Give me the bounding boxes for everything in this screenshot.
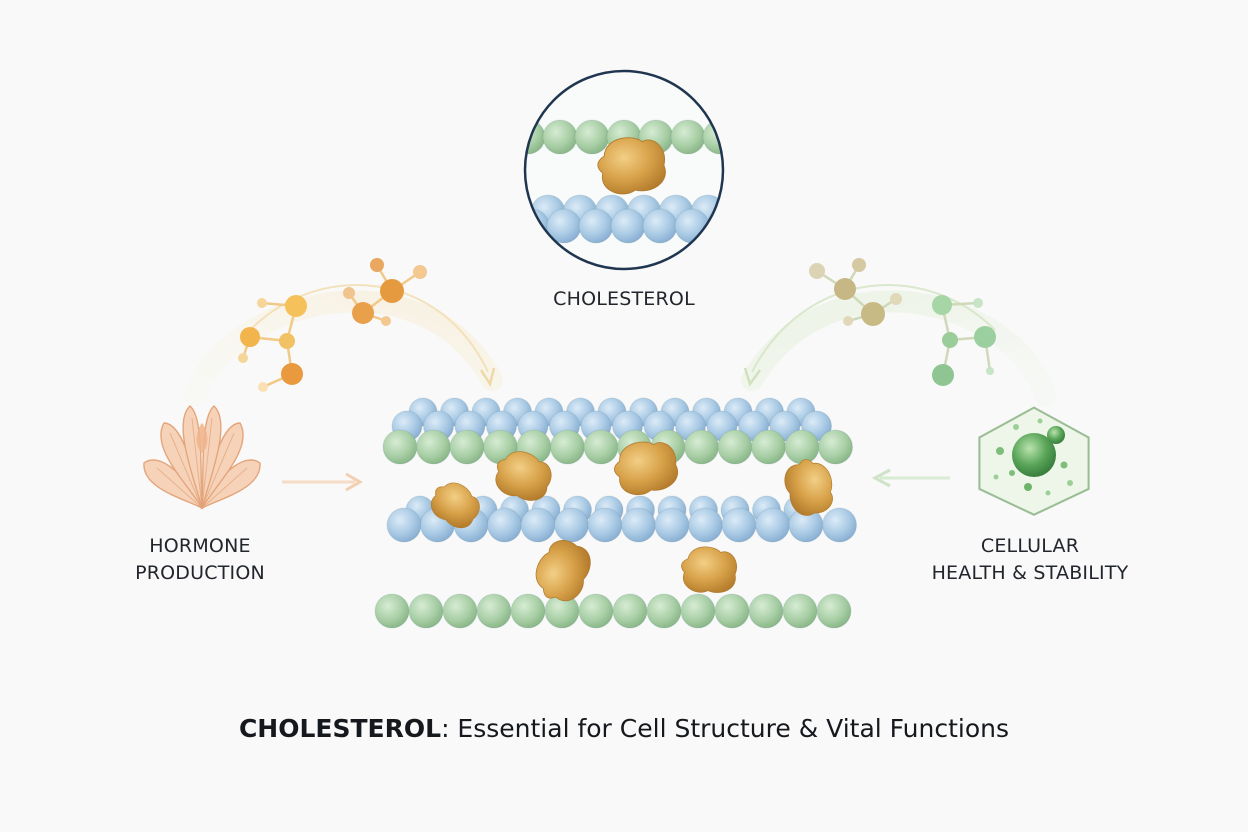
phospholipid-head: [583, 429, 619, 465]
atom: [974, 326, 996, 348]
atom: [834, 278, 856, 300]
phospholipid-head: [751, 429, 786, 465]
phospholipid-head: [714, 593, 750, 629]
right-arc-arrow: [741, 284, 1056, 406]
atom: [240, 327, 260, 347]
phospholipid-head: [408, 593, 444, 629]
atom: [843, 316, 853, 326]
phospholipid-head: [386, 507, 422, 543]
phospholipid-head: [487, 507, 522, 543]
cholesterol-molecule: [535, 540, 591, 602]
caption: CHOLESTEROL: Essential for Cell Structur…: [0, 714, 1248, 743]
atom: [381, 316, 391, 326]
phospholipid-head: [510, 593, 546, 629]
hormone-label-line1: HORMONE: [149, 535, 251, 557]
atom: [861, 302, 885, 326]
cellular-label-line1: CELLULAR: [980, 535, 1080, 557]
cellular-health-label: CELLULAR HEALTH & STABILITY: [915, 533, 1145, 587]
phospholipid-head: [442, 593, 478, 629]
cholesterol-molecule: [597, 137, 666, 195]
phospholipid-head: [784, 429, 820, 465]
magnifier-circle-icon: [523, 69, 725, 271]
atom: [380, 279, 404, 303]
left-arrow: [282, 472, 364, 492]
phospholipid-head: [520, 507, 556, 543]
phospholipid-head: [818, 429, 853, 465]
phospholipid-head: [717, 429, 753, 465]
hormone-label-line2: PRODUCTION: [135, 562, 265, 584]
zoom-label: CHOLESTEROL: [524, 286, 724, 313]
cellular-label-line2: HEALTH & STABILITY: [931, 562, 1129, 584]
phospholipid-head: [674, 208, 710, 244]
phospholipid-head: [574, 119, 610, 155]
phospholipid-head: [476, 593, 512, 629]
caption-rest: : Essential for Cell Structure & Vital F…: [441, 714, 1010, 743]
phospholipid-head: [554, 507, 589, 543]
zoom-label-text: CHOLESTEROL: [553, 288, 695, 310]
hexagon-cell-icon: [978, 406, 1090, 516]
cell-membrane: [374, 397, 857, 629]
phospholipid-head: [688, 507, 723, 543]
phospholipid-head: [646, 593, 682, 629]
phospholipid-head: [578, 593, 614, 629]
phospholipid-head: [621, 507, 656, 543]
atom: [279, 333, 295, 349]
phospholipid-head: [374, 593, 410, 629]
atom: [258, 382, 268, 392]
atom: [986, 367, 994, 375]
phospholipid-head: [550, 429, 585, 465]
molecule-icon: [809, 258, 996, 386]
cholesterol-molecule: [614, 441, 678, 495]
phospholipid-head: [610, 208, 646, 244]
phospholipid-head: [748, 593, 784, 629]
atom: [942, 332, 958, 348]
phospholipid-head: [578, 208, 614, 244]
phospholipid-head: [680, 593, 716, 629]
cholesterol-molecule: [784, 459, 833, 516]
molecule-icon: [238, 258, 427, 392]
atom: [932, 364, 954, 386]
phospholipid-head: [782, 593, 818, 629]
phospholipid-head: [525, 208, 550, 244]
phospholipid-head: [449, 429, 485, 465]
phospholipid-head: [816, 593, 852, 629]
atom: [890, 293, 902, 305]
atom: [281, 363, 303, 385]
atom: [852, 258, 866, 272]
atom: [413, 265, 427, 279]
right-arrow: [871, 468, 950, 488]
atom: [809, 263, 825, 279]
atom: [932, 295, 952, 315]
phospholipid-head: [382, 429, 418, 465]
left-arc-arrow: [184, 284, 503, 406]
phospholipid-head: [542, 119, 578, 155]
atom: [238, 353, 248, 363]
atom: [285, 295, 307, 317]
phospholipid-head: [654, 507, 690, 543]
phospholipid-head: [612, 593, 648, 629]
phospholipid-head: [416, 429, 451, 465]
phospholipid-head: [755, 507, 790, 543]
phospholipid-head: [587, 507, 623, 543]
phospholipid-head: [822, 507, 857, 543]
cholesterol-molecule: [431, 482, 480, 529]
atom: [352, 302, 374, 324]
phospholipid-head: [684, 429, 719, 465]
atom: [370, 258, 384, 272]
hormone-production-label: HORMONE PRODUCTION: [115, 533, 285, 587]
caption-bold: CHOLESTEROL: [238, 714, 442, 743]
phospholipid-head: [721, 507, 757, 543]
cholesterol-molecule: [681, 546, 737, 593]
phospholipid-head: [642, 208, 678, 244]
atom: [973, 298, 983, 308]
phospholipid-head: [670, 119, 706, 155]
atom: [257, 298, 267, 308]
leaf-fan-icon: [143, 405, 261, 510]
atom: [343, 287, 355, 299]
cholesterol-molecule: [495, 451, 552, 501]
